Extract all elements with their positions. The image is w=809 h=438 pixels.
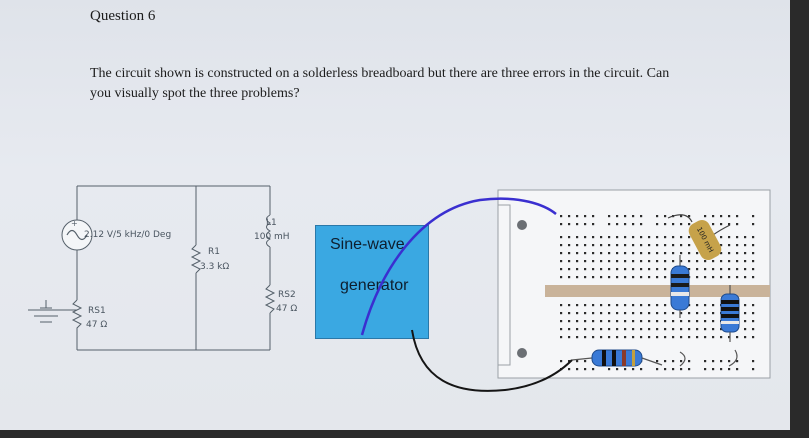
rs2-name: RS2: [278, 290, 296, 300]
question-title: Question 6: [90, 8, 156, 24]
question-text: The circuit shown is constructed on a so…: [90, 66, 670, 101]
l1-name: L1: [266, 218, 277, 228]
svg-text:+: +: [71, 219, 78, 228]
rs1-name: RS1: [88, 306, 106, 316]
l1-value: 100 mH: [254, 232, 290, 242]
generator-label-line1: Sine-wave: [330, 236, 405, 253]
generator-label-line2: generator: [340, 277, 409, 294]
r1-name: R1: [208, 247, 220, 257]
rs2-value: 47 Ω: [276, 304, 298, 314]
question-sheet: Question 6 The circuit shown is construc…: [0, 0, 790, 430]
inductor-label: 100 mH: [694, 225, 716, 255]
source-label: 2.12 V/5 kHz/0 Deg: [84, 230, 172, 240]
r1-value: 3.3 kΩ: [200, 262, 230, 272]
rs1-value: 47 Ω: [86, 320, 108, 330]
ac-source-icon: +: [61, 219, 93, 251]
